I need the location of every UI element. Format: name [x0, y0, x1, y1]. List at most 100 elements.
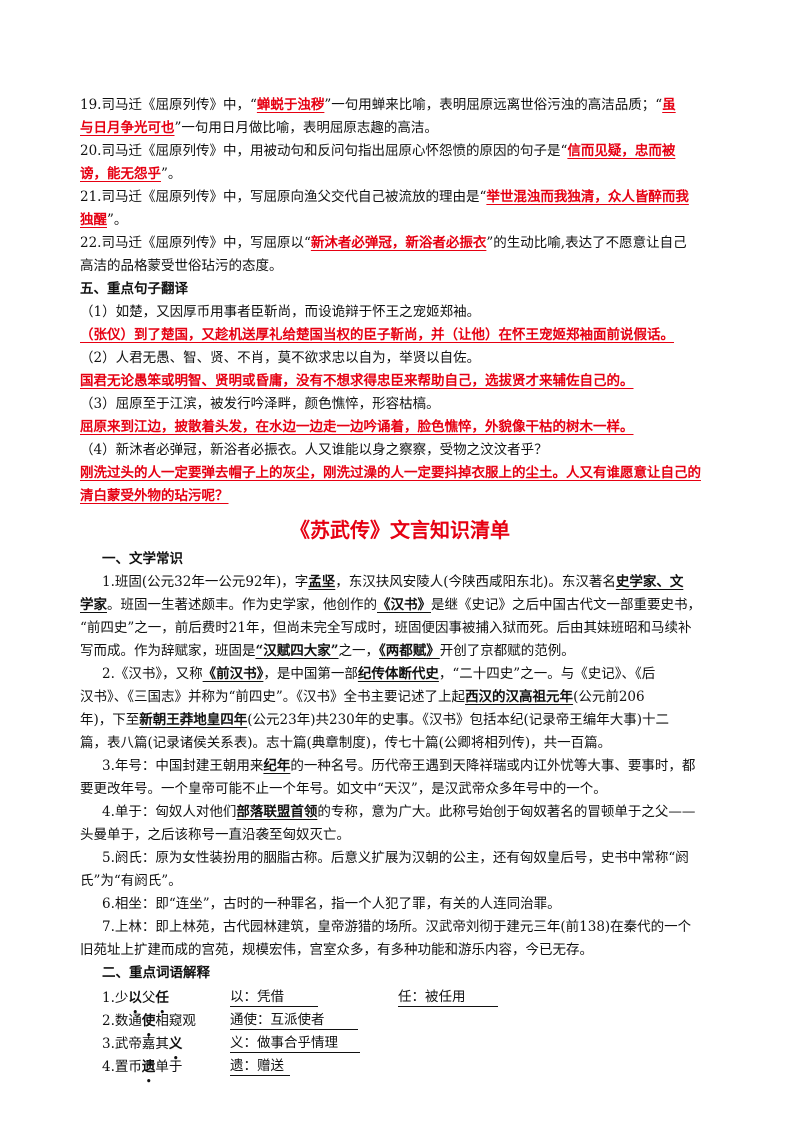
vocab-row-3-phrase: 3.武帝嘉其义	[102, 1034, 182, 1054]
para-2-text: 2.《汉书》，又称	[102, 666, 203, 682]
sentence-2-translation: 国君无论愚笨或明智、贤明或昏庸，没有不想求得忠臣来帮助自己，选拔贤才来辅佐自己的…	[80, 373, 634, 389]
item-22-line-2: 高洁的品格蒙受世俗玷污的态度。	[80, 256, 283, 276]
item-21-line-2: 独醒”。	[80, 210, 127, 230]
para-3-line-2: 要更改年号。一个皇帝可能不止一个年号。如文中“天汉”，是汉武帝众多年号中的一个。	[80, 781, 607, 797]
para-2-text-2: ，是中国第一部	[263, 666, 358, 682]
item-21-text: 21.司马迁《屈原列传》中，写屈原向渔父交代自己被流放的理由是“	[80, 189, 487, 205]
sentence-3-translation: 屈原来到江边，披散着头发，在水边一边走一边吟诵着，脸色憔悴，外貌像干枯的树木一样…	[80, 419, 634, 435]
para-7-line-1: 7.上林：即上林苑，古代园林建筑，皇帝游猎的场所。汉武帝刘彻于建元三年(前138…	[102, 919, 692, 935]
para-2-key-4: 新朝王莽地皇四年	[139, 712, 248, 728]
vocab-row-2-key-1: 使	[142, 1013, 156, 1029]
para-1-text: 1.班固(公元32年一公元92年)，字	[102, 574, 309, 590]
vocab-row-4-text-2: 单于	[155, 1059, 183, 1075]
para-1-line-3: “前四史”之一，前后费时21年，但尚未完全写成时，班固便因事被捕入狱而死。后由其…	[80, 620, 692, 636]
para-4-text-2: 的专称，意为广大。此称号始创于匈奴著名的冒顿单于之父——	[317, 804, 696, 820]
para-3-key-1: 纪年	[263, 758, 291, 774]
vocab-row-2-phrase: 2.数通使相窥观	[102, 1011, 196, 1031]
vocab-row-4-key-1: 遗	[142, 1059, 156, 1075]
vocab-row-1-explain-2: 任：被任用	[398, 988, 498, 1007]
para-4-line-1: 4.单于：匈奴人对他们部落联盟首领的专称，意为广大。此称号始创于匈奴著名的冒顿单…	[102, 802, 695, 822]
item-19-answer-2a: 虽	[662, 97, 676, 113]
vocab-row-2-text-2: 相窥观	[155, 1013, 196, 1029]
item-20-line-2: 谤，能无怨乎”。	[80, 164, 181, 184]
item-19-text-2: ”一句用蝉来比喻，表明屈原远离世俗污浊的高洁品质；“	[324, 97, 663, 113]
para-1-text-5: 写而成。作为辞赋家，班固是	[80, 643, 256, 659]
item-22-text-2: ”的生动比喻,表达了不愿意让自己	[486, 235, 687, 251]
vocab-row-3-key-1: 义	[169, 1036, 183, 1052]
sentence-4-translation-a: 刚洗过头的人一定要弹去帽子上的灰尘，刚洗过澡的人一定要抖掉衣服上的尘土。人又有谁…	[80, 465, 701, 481]
item-22-text-3: 高洁的品格蒙受世俗玷污的态度。	[80, 258, 283, 274]
para-3-line-1: 3.年号：中国封建王朝用来纪年的一种名号。历代帝王遇到天降祥瑞或内讧外忧等大事、…	[102, 756, 695, 776]
item-19-answer-2b: 与日月争光可也	[80, 120, 175, 136]
item-20-line-1: 20.司马迁《屈原列传》中，用被动句和反问句指出屈原心怀怨愤的原因的句子是“信而…	[80, 141, 675, 161]
section-5-heading: 五、重点句子翻译	[80, 281, 188, 297]
item-20-answer-a: 信而见疑，忠而被	[567, 143, 676, 159]
item-20-text-2: ”。	[161, 166, 182, 182]
para-2-key-1: 《前汉书》	[202, 666, 264, 682]
para-7-line-2: 旧苑址上扩建而成的宫苑，规模宏伟，宫室众多，有多种功能和游乐内容，今已无存。	[80, 942, 593, 958]
para-2-line-3: 年)，下至新朝王莽地皇四年(公元23年)共230年的史事。《汉书》包括本纪(记录…	[80, 710, 669, 730]
vocab-row-2-explain-1: 通使：互派使者	[230, 1011, 358, 1030]
sentence-2-source: （2）人君无愚、智、贤、不肖，莫不欲求忠以自为，举贤以自佐。	[80, 350, 481, 366]
para-4-key-1: 部落联盟首领	[236, 804, 318, 820]
para-1-text-4: 是继《史记》之后中国古代文一部重要史书，	[431, 597, 701, 613]
sentence-4-source: （4）新沐者必弹冠，新浴者必振衣。人又谁能以身之察察，受物之汶汶者乎？	[80, 442, 548, 458]
vocab-row-1-explain-1: 以：凭借	[230, 988, 318, 1007]
para-1-key-2: 史学家、文	[615, 574, 684, 590]
para-2-key-2: 纪传体断代史	[357, 666, 439, 682]
para-1-text-7: 开创了京都赋的范例。	[439, 643, 575, 659]
para-5-line-1: 5.阏氏：原为女性装扮用的胭脂古称。后意义扩展为汉朝的公主，还有匈奴皇后号，史书…	[102, 850, 689, 866]
sentence-4-translation-b: 清白蒙受外物的玷污呢？	[80, 488, 229, 504]
para-4-line-2: 头曼单于，之后该称号一直沿袭至匈奴灭亡。	[80, 827, 350, 843]
item-19-line-2: 与日月争光可也”一句用日月做比喻，表明屈原志趣的高洁。	[80, 118, 438, 138]
para-1-key-4: 《汉书》	[377, 597, 431, 613]
sentence-1-source: （1）如楚，又因厚币用事者臣靳尚，而设诡辩于怀王之宠姬郑袖。	[80, 304, 481, 320]
item-21-line-1: 21.司马迁《屈原列传》中，写屈原向渔父交代自己被流放的理由是“举世混浊而我独清…	[80, 187, 689, 207]
item-21-text-2: ”。	[107, 212, 128, 228]
para-2-text-4: 汉书》、《三国志》并称为“前四史”。《汉书》全书主要记述了上起	[80, 689, 466, 705]
para-6-line-1: 6.相坐：即“连坐”，古时的一种罪名，指一个人犯了罪，有关的人连同治罪。	[102, 896, 561, 912]
para-2-text-6: 年)，下至	[80, 712, 140, 728]
sentence-1-translation: （张仪）到了楚国，又趁机送厚礼给楚国当权的臣子靳尚，并（让他）在怀王宠姬郑袖面前…	[80, 327, 674, 343]
para-2-line-1: 2.《汉书》，又称《前汉书》，是中国第一部纪传体断代史，“二十四史”之一。与《史…	[102, 664, 655, 684]
para-1-key-5: “汉赋四大家”	[255, 643, 339, 659]
vocab-row-1-text: 1.少	[102, 990, 129, 1006]
item-19-text-3: ”一句用日月做比喻，表明屈原志趣的高洁。	[174, 120, 438, 136]
vocab-row-4-explain-1: 遗：赠送	[230, 1057, 290, 1076]
para-1-key-6: 《两都赋》	[379, 643, 440, 659]
sentence-3-source: （3）屈原至于江滨，被发行吟泽畔，颜色憔悴，形容枯槁。	[80, 396, 440, 412]
item-21-answer-a: 举世混浊而我独清，众人皆醉而我	[486, 189, 689, 205]
item-20-text: 20.司马迁《屈原列传》中，用被动句和反问句指出屈原心怀怨愤的原因的句子是“	[80, 143, 568, 159]
para-2-text-3: ，“二十四史”之一。与《史记》、《后	[438, 666, 656, 682]
vocab-row-1-text-2: 父	[141, 990, 156, 1006]
para-1-line-2: 学家。班固一生著述颇丰。作为史学家，他创作的《汉书》是继《史记》之后中国古代文一…	[80, 595, 701, 615]
para-2-key-3: 西汉的汉高祖元年	[465, 689, 574, 705]
vocab-row-4-text: 4.置币	[102, 1059, 142, 1075]
para-4-text: 4.单于：匈奴人对他们	[102, 804, 237, 820]
item-19-answer-1: 蝉蜕于浊秽	[256, 97, 325, 113]
vocab-row-3-explain-1: 义：做事合乎情理	[230, 1034, 360, 1053]
para-1-key-3: 学家	[80, 597, 107, 613]
vocab-row-1-phrase: 1.少以父任	[102, 988, 169, 1008]
para-1-key-1: 孟坚	[308, 574, 336, 590]
para-3-text: 3.年号：中国封建王朝用来	[102, 758, 264, 774]
item-22-answer: 新沐者必弹冠，新浴者必振衣	[310, 235, 487, 251]
para-2-text-5: (公元前206	[573, 689, 645, 705]
para-1-line-1: 1.班固(公元32年一公元92年)，字孟坚，东汉扶风安陵人(今陕西咸阳东北)。东…	[102, 572, 683, 592]
para-1-text-6: 之一，	[338, 643, 380, 659]
vocab-row-1-key-1: 以	[128, 990, 142, 1006]
item-22-text: 22.司马迁《屈原列传》中，写屈原以“	[80, 235, 311, 251]
para-5-line-2: 氏”为“有阏氏”。	[80, 873, 182, 889]
section-2-heading: 二、重点词语解释	[102, 965, 210, 981]
item-21-answer-b: 独醒	[80, 212, 107, 228]
vocab-row-2-text: 2.数通	[102, 1013, 142, 1029]
para-2-line-2: 汉书》、《三国志》并称为“前四史”。《汉书》全书主要记述了上起西汉的汉高祖元年(…	[80, 687, 645, 707]
page-title: 《苏武传》文言知识清单	[290, 518, 510, 542]
para-2-text-7: (公元23年)共230年的史事。《汉书》包括本纪(记录帝王编年大事)十二	[247, 712, 670, 728]
para-2-line-4: 篇，表八篇(记录诸侯关系表)。志十篇(典章制度)，传七十篇(公卿将相列传)，共一…	[80, 735, 612, 751]
para-1-text-2: ，东汉扶风安陵人(今陕西咸阳东北)。东汉著名	[335, 574, 616, 590]
item-19-text: 19.司马迁《屈原列传》中，“	[80, 97, 257, 113]
vocab-row-1-key-2: 任	[155, 990, 169, 1006]
para-1-line-4: 写而成。作为辞赋家，班固是“汉赋四大家”之一，《两都赋》开创了京都赋的范例。	[80, 641, 575, 661]
